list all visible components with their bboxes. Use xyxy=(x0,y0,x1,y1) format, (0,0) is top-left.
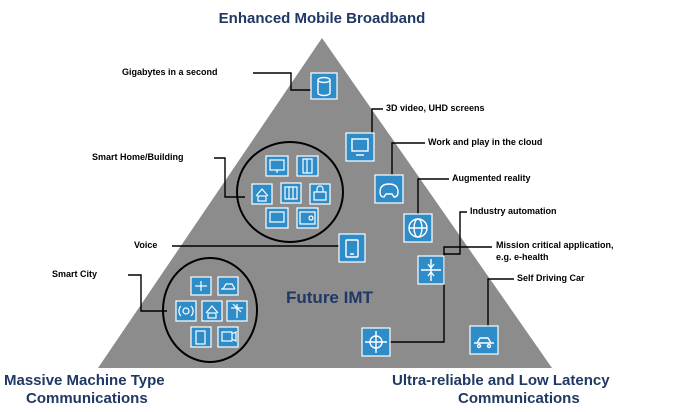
leader-cloud xyxy=(391,142,425,175)
smart-home-icons xyxy=(251,155,331,229)
corner-bottom-right-line1: Ultra-reliable and Low Latency xyxy=(392,372,610,389)
city-car-icon xyxy=(217,276,239,296)
city-house-icon xyxy=(201,300,223,322)
leader-video xyxy=(371,108,383,133)
smart-city-group xyxy=(162,257,258,363)
monitor-icon xyxy=(345,132,375,162)
callout-video: 3D video, UHD screens xyxy=(386,103,485,113)
corner-top-label: Enhanced Mobile Broadband xyxy=(218,10,426,27)
home-meter-icon xyxy=(296,207,319,229)
city-camera-icon xyxy=(217,326,239,348)
callout-ar: Augmented reality xyxy=(452,173,531,183)
leader-mission xyxy=(388,246,492,343)
callout-cloud: Work and play in the cloud xyxy=(428,137,543,147)
callout-voice: Voice xyxy=(134,240,158,250)
gamepad-icon xyxy=(374,174,404,204)
center-label: Future IMT xyxy=(286,288,373,307)
phone-icon xyxy=(338,233,366,263)
leader-smartcity xyxy=(128,274,167,312)
callout-selfdriving: Self Driving Car xyxy=(517,273,585,283)
home-building-icon xyxy=(280,182,302,204)
leader-smarthome xyxy=(214,157,245,198)
callout-gigabytes: Gigabytes in a second xyxy=(122,67,218,77)
callout-industry: Industry automation xyxy=(470,206,557,216)
leader-selfdriving xyxy=(487,278,514,326)
car-icon xyxy=(469,325,499,355)
home-lock-icon xyxy=(309,183,331,205)
corner-bottom-right-line2: Communications xyxy=(458,390,580,407)
corner-bottom-left-line1: Massive Machine Type xyxy=(4,372,165,389)
home-house-icon xyxy=(251,183,273,205)
callout-smartcity: Smart City xyxy=(52,269,98,279)
callout-smarthome: Smart Home/Building xyxy=(92,152,184,162)
home-display-icon xyxy=(265,207,289,229)
home-tv-icon xyxy=(265,155,289,177)
corner-bottom-left-line2: Communications xyxy=(26,390,148,407)
callout-mission-line2: e.g. e-health xyxy=(496,252,549,262)
leader-gigabytes xyxy=(253,72,311,91)
smart-home-group xyxy=(236,141,344,243)
leader-industry xyxy=(444,211,467,255)
callout-mission-line1: Mission critical application, xyxy=(496,240,614,250)
leader-ar xyxy=(417,178,449,214)
